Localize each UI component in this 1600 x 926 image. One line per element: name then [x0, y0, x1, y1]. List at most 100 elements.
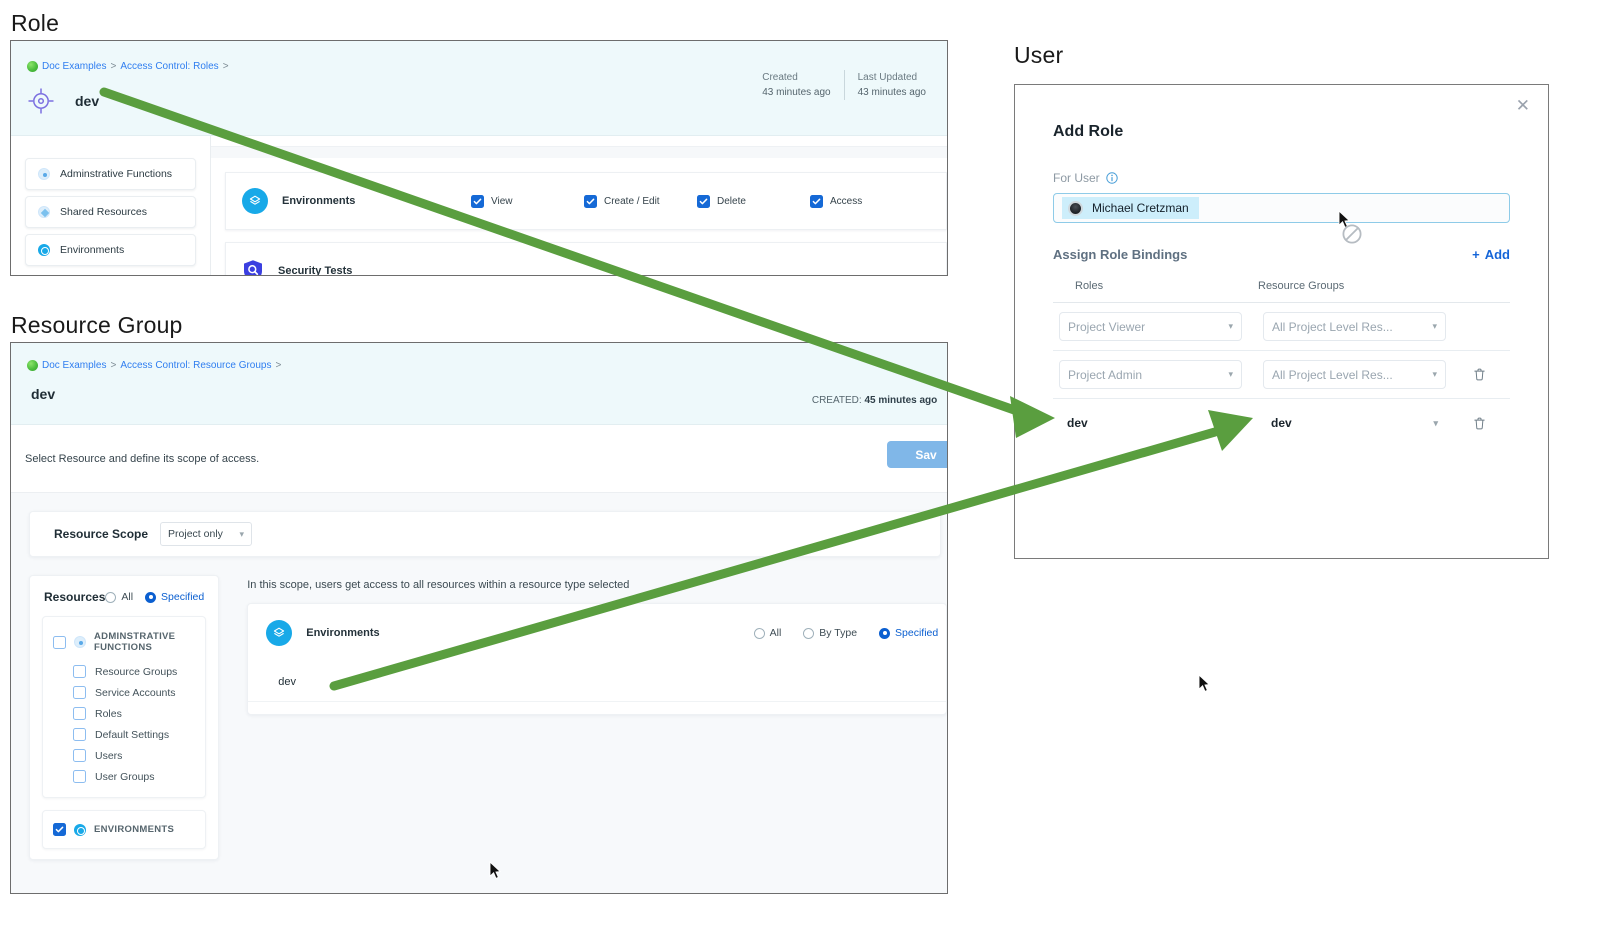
- breadcrumb-separator: >: [110, 360, 117, 371]
- permission-row-environments: Environments View: [225, 172, 947, 230]
- resource-item-roles[interactable]: Roles: [43, 703, 205, 724]
- radio-all[interactable]: All: [753, 627, 781, 639]
- checkbox-view[interactable]: View: [471, 194, 584, 208]
- environments-icon: [242, 188, 268, 214]
- resources-title: Resources: [44, 590, 106, 604]
- radio-label: Specified: [161, 591, 205, 603]
- role-select[interactable]: Project Viewer ▾: [1059, 312, 1242, 341]
- checkbox-icon-checked[interactable]: [53, 823, 66, 836]
- resources-card: Resources All Specified: [29, 575, 220, 860]
- environments-icon: [74, 823, 86, 836]
- role-category-sidebar: Adminstrative Functions Shared Resources…: [11, 136, 211, 275]
- for-user-input[interactable]: Michael Cretzman: [1053, 193, 1510, 223]
- sidebar-item-administrative-functions[interactable]: Adminstrative Functions: [25, 158, 196, 190]
- bindings-column-headers: Roles Resource Groups: [1053, 280, 1510, 292]
- resource-item-users[interactable]: Users: [43, 745, 205, 766]
- group-label: ADMINSTRATIVE FUNCTIONS: [94, 631, 176, 653]
- role-meta: Created 43 minutes ago Last Updated 43 m…: [749, 70, 939, 100]
- radio-label: By Type: [819, 627, 858, 639]
- for-user-label-row: For User: [1053, 171, 1510, 185]
- breadcrumb-item-doc-examples[interactable]: Doc Examples: [42, 61, 107, 72]
- radio-label: Specified: [895, 627, 939, 639]
- user-chip[interactable]: Michael Cretzman: [1062, 197, 1199, 219]
- binding-row: Project Viewer ▾ All Project Level Res..…: [1053, 303, 1510, 351]
- radio-icon: [753, 627, 765, 639]
- resource-item-default-settings[interactable]: Default Settings: [43, 724, 205, 745]
- checkbox-icon[interactable]: [73, 686, 86, 699]
- resource-item-label: Roles: [95, 707, 122, 720]
- rg-created: CREATED: 45 minutes ago: [802, 393, 947, 408]
- checkbox-create-edit[interactable]: Create / Edit: [584, 194, 697, 208]
- trash-icon[interactable]: [1472, 416, 1487, 431]
- resource-group-value: All Project Level Res...: [1272, 319, 1393, 334]
- resource-item-user-groups[interactable]: User Groups: [43, 766, 205, 787]
- page-title: dev: [31, 386, 56, 402]
- radio-specified[interactable]: Specified: [879, 627, 938, 639]
- bindings-title: Assign Role Bindings: [1053, 247, 1188, 262]
- breadcrumb-item-access-control-resource-groups[interactable]: Access Control: Resource Groups: [120, 360, 272, 371]
- resource-item-service-accounts[interactable]: Service Accounts: [43, 682, 205, 703]
- permissions-top-strip: [211, 146, 947, 158]
- column-header-resource-groups: Resource Groups: [1258, 280, 1345, 292]
- environments-scope-card: Environments All By Type: [247, 603, 947, 715]
- checkbox-icon[interactable]: [73, 749, 86, 762]
- resource-item-resource-groups[interactable]: Resource Groups: [43, 661, 205, 682]
- trash-icon[interactable]: [1472, 367, 1487, 382]
- role-permissions-list: Environments View: [211, 136, 947, 275]
- role-select[interactable]: dev ▾: [1059, 409, 1242, 438]
- resource-scope-card: Resource Scope Project only ▾: [29, 511, 941, 557]
- sidebar-item-shared-resources[interactable]: Shared Resources: [25, 196, 196, 228]
- add-binding-button[interactable]: + Add: [1472, 247, 1510, 262]
- breadcrumb-separator-trailing: >: [275, 360, 282, 371]
- radio-icon: [105, 591, 117, 603]
- arrow-cursor-canvas: [1198, 674, 1210, 693]
- resource-group-select[interactable]: dev ▾: [1263, 409, 1446, 438]
- group-header[interactable]: ADMINSTRATIVE FUNCTIONS: [43, 627, 205, 661]
- scope-detail-column: In this scope, users get access to all r…: [237, 575, 947, 860]
- checkbox-icon[interactable]: [73, 728, 86, 741]
- chevron-down-icon: ▾: [1228, 369, 1233, 379]
- checkbox-access[interactable]: Access: [810, 194, 923, 208]
- resource-group-subbar: Select Resource and define its scope of …: [11, 425, 947, 493]
- checkbox-label: Access: [830, 195, 863, 207]
- checkbox-icon[interactable]: [73, 665, 86, 678]
- breadcrumb-item-doc-examples[interactable]: Doc Examples: [42, 360, 107, 371]
- radio-all[interactable]: All: [105, 591, 133, 603]
- role-updated: Last Updated 43 minutes ago: [843, 70, 939, 100]
- resource-group-select[interactable]: All Project Level Res... ▾: [1263, 312, 1446, 341]
- radio-by-type[interactable]: By Type: [803, 627, 857, 639]
- info-icon[interactable]: [1105, 172, 1118, 184]
- resource-group-select[interactable]: All Project Level Res... ▾: [1263, 360, 1446, 389]
- checkbox-icon[interactable]: [53, 635, 66, 649]
- role-created-value: 43 minutes ago: [762, 87, 831, 98]
- radio-icon-selected: [879, 627, 891, 639]
- breadcrumb: Doc Examples > Access Control: Resource …: [27, 360, 281, 371]
- checkbox-icon[interactable]: [73, 770, 86, 783]
- checkmark-icon: [697, 194, 710, 208]
- checkbox-icon[interactable]: [73, 707, 86, 720]
- permission-name-cell: Environments: [226, 188, 471, 214]
- role-created: Created 43 minutes ago: [749, 70, 843, 100]
- role-value: Project Admin: [1068, 367, 1143, 382]
- close-icon[interactable]: ✕: [1515, 96, 1530, 115]
- sidebar-item-environments[interactable]: Environments: [25, 234, 196, 266]
- permission-label: Environments: [282, 195, 356, 207]
- small-dot-icon: [38, 168, 50, 180]
- binding-row: Project Admin ▾ All Project Level Res...…: [1053, 351, 1510, 399]
- resource-group-value: dev: [1271, 416, 1292, 430]
- shield-search-icon: [244, 260, 262, 275]
- resource-group-body: Resource Scope Project only ▾ Resources …: [11, 493, 947, 893]
- chevron-down-icon: ▾: [1229, 417, 1234, 428]
- radio-specified[interactable]: Specified: [145, 591, 204, 603]
- save-button[interactable]: Sav: [887, 441, 947, 468]
- resource-scope-select[interactable]: Project only ▾: [160, 522, 253, 546]
- breadcrumb-item-access-control-roles[interactable]: Access Control: Roles: [120, 61, 219, 72]
- resource-group-environments[interactable]: ENVIRONMENTS: [42, 810, 207, 849]
- checkbox-delete[interactable]: Delete: [697, 194, 810, 208]
- environments-scope-radio-group: All By Type Specified: [753, 627, 947, 639]
- crosshair-target-icon: [28, 88, 54, 114]
- resource-group-panel-header: Doc Examples > Access Control: Resource …: [11, 343, 947, 425]
- environment-row-dev[interactable]: dev: [248, 662, 947, 702]
- role-select[interactable]: Project Admin ▾: [1059, 360, 1242, 389]
- resource-item-label: Default Settings: [95, 728, 170, 741]
